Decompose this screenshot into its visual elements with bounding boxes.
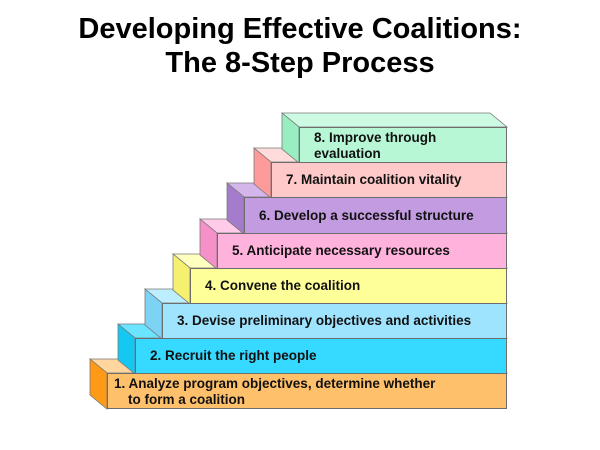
step-6-label: 6. Develop a successful structure bbox=[259, 207, 474, 223]
slide-title: Developing Effective Coalitions: The 8-S… bbox=[0, 12, 600, 80]
step-7-label: 7. Maintain coalition vitality bbox=[286, 172, 462, 187]
step-8: 8. Improve through evaluation bbox=[299, 127, 507, 163]
title-line-2: The 8-Step Process bbox=[165, 47, 435, 79]
step-8-top-face bbox=[280, 112, 509, 128]
step-5-label: 5. Anticipate necessary resources bbox=[232, 243, 450, 258]
step-4-label: 4. Convene the coalition bbox=[205, 278, 361, 293]
step-1-side-face bbox=[89, 358, 108, 410]
title-line-1: Developing Effective Coalitions: bbox=[78, 13, 522, 45]
step-4: 4. Convene the coalition bbox=[190, 268, 507, 304]
step-6: 6. Develop a successful structure bbox=[244, 197, 507, 234]
step-7: 7. Maintain coalition vitality bbox=[271, 162, 507, 198]
step-5: 5. Anticipate necessary resources bbox=[217, 233, 507, 269]
step-2-label: 2. Recruit the right people bbox=[150, 348, 317, 363]
step-2: 2. Recruit the right people bbox=[135, 338, 507, 374]
step-8-line-1: 8. Improve through bbox=[314, 130, 437, 145]
step-1-line-2: to form a coalition bbox=[128, 392, 246, 407]
step-3: 3. Devise preliminary objectives and act… bbox=[162, 303, 507, 339]
step-1: 1. Analyze program objectives, determine… bbox=[107, 373, 507, 409]
step-8-line-2: evaluation bbox=[314, 146, 381, 161]
step-1-line-1: 1. Analyze program objectives, determine… bbox=[114, 376, 436, 391]
step-3-label: 3. Devise preliminary objectives and act… bbox=[177, 313, 472, 328]
